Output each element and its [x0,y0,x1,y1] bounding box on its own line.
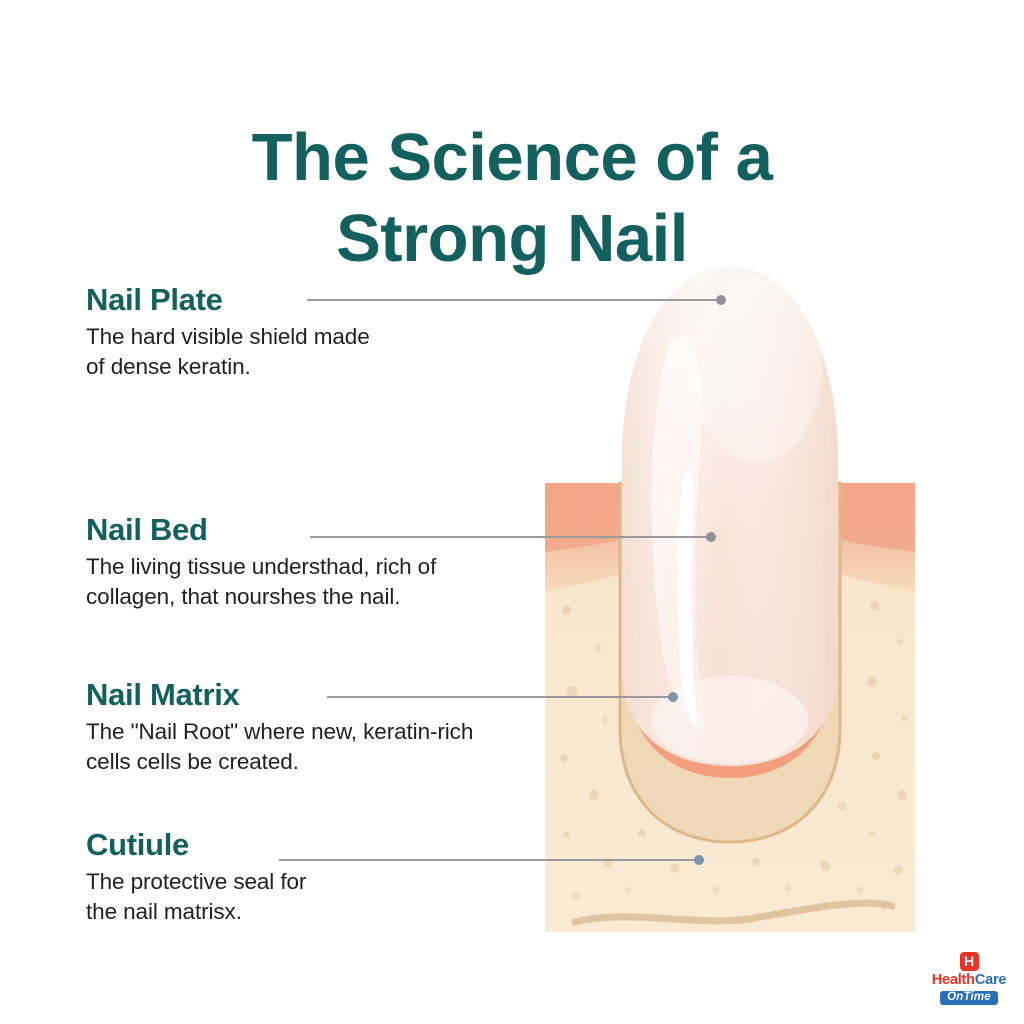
label-description-cutiule: The protective seal for the nail matrisx… [86,869,307,924]
logo-h-mark-icon: H [959,952,979,971]
nail-plate-shape [622,266,838,766]
nail-cross-section-illustration [520,250,940,950]
leader-dot-cutiule [694,855,704,865]
label-heading-cutiule: Cutiule [86,827,189,862]
leader-line-nail-plate [307,295,726,305]
leader-line-nail-matrix [327,692,678,702]
leader-dot-nail-plate [716,295,726,305]
label-description-nail-plate: The hard visible shield made of dense ke… [86,324,370,379]
label-block-cutiule: Cutiule The protective seal for the nail… [86,827,306,927]
label-block-nail-plate: Nail Plate The hard visible shield made … [86,282,370,382]
healthcare-ontime-logo: H HealthCare OnTime [925,952,1013,1005]
leader-line-cutiule [279,855,704,865]
leader-line-nail-bed [310,532,716,542]
label-heading-nail-plate: Nail Plate [86,282,223,317]
label-heading-nail-matrix: Nail Matrix [86,677,240,712]
label-description-nail-bed: The living tissue understhad, rich of co… [86,554,437,609]
label-block-nail-bed: Nail Bed The living tissue understhad, r… [86,512,436,612]
logo-ontime-badge: OnTime [940,990,998,1005]
logo-word-care: Care [974,972,1007,988]
logo-wordmark: HealthCare [925,973,1013,988]
leader-dot-nail-bed [706,532,716,542]
logo-word-health: Health [931,972,975,988]
label-description-nail-matrix: The "Nail Root" where new, keratin-rich … [86,719,474,774]
page-title: The Science of a Strong Nail [251,119,773,276]
skin-crease-line [571,899,896,926]
leader-dot-nail-matrix [668,692,678,702]
label-heading-nail-bed: Nail Bed [86,512,208,547]
label-block-nail-matrix: Nail Matrix The "Nail Root" where new, k… [86,677,473,777]
